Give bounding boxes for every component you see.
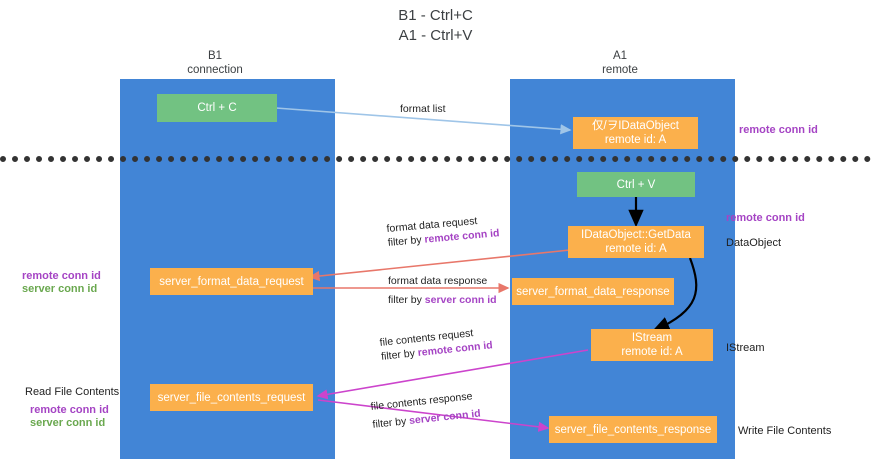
column-title-a1: A1 (612, 50, 628, 62)
filter-by-prefix-3: filter by (380, 347, 419, 363)
annotation-left-server-conn-id-1: server conn id (22, 283, 98, 295)
filter-key-server-conn-id: server conn id (424, 294, 497, 306)
node-server-file-contents-response-label: server_file_contents_response (554, 423, 712, 436)
annotation-write-file-contents: Write File Contents (738, 425, 832, 437)
node-idataobject[interactable]: 仅/ヲIDataObject remote id: A (573, 117, 698, 149)
annotation-istream: IStream (726, 342, 765, 354)
flow-label-format-data-response-line2: filter by server conn id (388, 293, 497, 307)
annotation-read-file-contents: Read File Contents (25, 386, 120, 398)
node-ctrl-c-label: Ctrl + C (197, 102, 237, 114)
flow-label-format-data-response-line1: format data response (388, 275, 488, 287)
node-ctrl-v-label: Ctrl + V (616, 178, 656, 191)
flow-label-format-data-response: format data response filter by server co… (388, 274, 497, 307)
node-idataobject-getdata[interactable]: IDataObject::GetData remote id: A (568, 226, 704, 258)
annotation-remote-conn-id-top: remote conn id (739, 124, 818, 136)
section-divider (0, 156, 871, 162)
node-server-file-contents-request[interactable]: server_file_contents_request (150, 384, 313, 411)
annotation-left-remote-conn-id-1: remote conn id (22, 270, 101, 282)
arrow-getdata-istream (651, 257, 698, 332)
annotation-left-remote-conn-id-2: remote conn id (30, 404, 109, 416)
node-istream-label: IStream (631, 332, 673, 344)
arrow-format-data-request (308, 249, 571, 282)
node-ctrl-c[interactable]: Ctrl + C (157, 94, 277, 122)
node-getdata-label: IDataObject::GetData (581, 229, 691, 241)
filter-by-prefix-4: filter by (371, 415, 410, 431)
arrow-format-list (275, 107, 572, 135)
title-line-1: B1 - Ctrl+C (398, 7, 473, 24)
flow-label-format-list: format list (400, 103, 446, 115)
filter-by-prefix: filter by (387, 233, 425, 249)
node-istream[interactable]: IStream remote id: A (591, 329, 713, 361)
title-line-2: A1 - Ctrl+V (398, 27, 473, 44)
arrow-file-contents-request (316, 349, 589, 400)
annotation-left-server-conn-id-2: server conn id (30, 417, 106, 429)
node-server-format-data-response-label: server_format_data_response (516, 285, 670, 298)
node-server-format-data-request-label: server_format_data_request (159, 275, 304, 288)
page-title: B1 - Ctrl+C A1 - Ctrl+V (0, 6, 871, 46)
column-subtitle-b1: connection (187, 64, 243, 76)
arrow-file-contents-response (317, 399, 550, 432)
node-server-file-contents-response[interactable]: server_file_contents_response (549, 416, 717, 443)
node-ctrl-v[interactable]: Ctrl + V (577, 172, 695, 197)
node-server-format-data-response[interactable]: server_format_data_response (512, 278, 674, 305)
column-title-b1: B1 (207, 50, 223, 62)
annotation-remote-conn-id-mid: remote conn id (726, 212, 805, 224)
node-idataobject-remote-id: remote id: A (604, 134, 667, 146)
annotation-dataobject: DataObject (726, 237, 782, 249)
column-subtitle-a1: remote (602, 64, 638, 76)
node-istream-remote-id: remote id: A (621, 346, 683, 358)
filter-by-prefix-2: filter by (388, 294, 425, 306)
column-header-b1: B1 connection (145, 49, 285, 77)
node-idataobject-label: 仅/ヲIDataObject (592, 120, 679, 132)
node-server-file-contents-request-label: server_file_contents_request (157, 391, 306, 404)
node-server-format-data-request[interactable]: server_format_data_request (150, 268, 313, 295)
node-getdata-remote-id: remote id: A (605, 243, 667, 255)
column-header-a1: A1 remote (545, 49, 695, 77)
